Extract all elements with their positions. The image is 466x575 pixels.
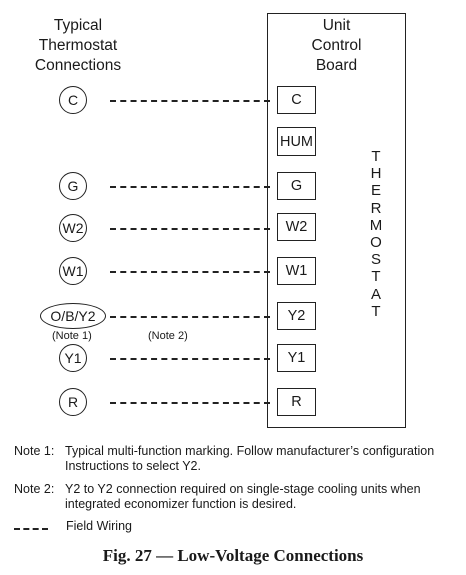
field-wiring-legend-label: Field Wiring (66, 519, 132, 533)
title-line: Board (315, 57, 358, 74)
thermostat-vertical-label: T H E R M O S T A T (366, 148, 386, 320)
note-1: Note 1: Typical multi-function marking. … (14, 444, 464, 474)
vertical-letter: S (370, 251, 381, 269)
thermostat-terminal-c: C (59, 86, 87, 114)
thermostat-terminal-r: R (59, 388, 87, 416)
note-text: Y2 to Y2 connection required on single-s… (65, 482, 421, 511)
vertical-letter: E (370, 182, 381, 200)
field-wire-y1 (110, 358, 270, 360)
vertical-letter: M (369, 216, 383, 234)
thermostat-connections-title: Typical Thermostat Connections (22, 16, 134, 76)
title-line: Connections (34, 57, 122, 74)
board-terminal-g: G (277, 172, 316, 200)
figure-caption: Fig. 27 — Low-Voltage Connections (102, 546, 364, 565)
field-wire-w2 (110, 228, 270, 230)
thermostat-terminal-y1: Y1 (59, 344, 87, 372)
board-terminal-y1: Y1 (277, 344, 316, 372)
board-terminal-y2: Y2 (277, 302, 316, 330)
title-line: Unit (322, 17, 351, 34)
field-wire-w1 (110, 271, 270, 273)
thermostat-terminal-oby2: O/B/Y2 (40, 303, 106, 329)
vertical-letter: A (370, 285, 381, 303)
field-wire-y2 (110, 316, 270, 318)
field-wire-g (110, 186, 270, 188)
title-line: Thermostat (38, 37, 118, 54)
unit-control-board-title: Unit Control Board (267, 16, 406, 76)
note-2: Note 2: Y2 to Y2 connection required on … (14, 482, 464, 512)
board-terminal-w2: W2 (277, 213, 316, 241)
board-terminal-r: R (277, 388, 316, 416)
unit-control-board (267, 13, 406, 428)
board-terminal-c: C (277, 86, 316, 114)
note-2-marker: (Note 2) (148, 330, 188, 342)
thermostat-terminal-w2: W2 (59, 214, 87, 242)
thermostat-terminal-w1: W1 (59, 257, 87, 285)
field-wire-r (110, 402, 270, 404)
thermostat-terminal-g: G (59, 172, 87, 200)
vertical-letter: T (371, 268, 381, 286)
note-label: Note 1: (14, 444, 55, 458)
vertical-letter: O (370, 234, 382, 252)
board-terminal-w1: W1 (277, 257, 316, 285)
vertical-letter: T (371, 302, 381, 320)
vertical-letter: R (370, 199, 382, 217)
vertical-letter: H (370, 165, 382, 183)
field-wiring-legend-line (14, 528, 48, 530)
note-text: Typical multi-function marking. Follow m… (65, 444, 435, 473)
board-terminal-hum: HUM (277, 127, 316, 156)
title-line: Control (311, 37, 362, 54)
field-wire-c (110, 100, 270, 102)
note-label: Note 2: (14, 482, 55, 496)
note-1-marker: (Note 1) (52, 330, 92, 342)
vertical-letter: T (371, 148, 381, 165)
title-line: Typical (53, 17, 103, 34)
